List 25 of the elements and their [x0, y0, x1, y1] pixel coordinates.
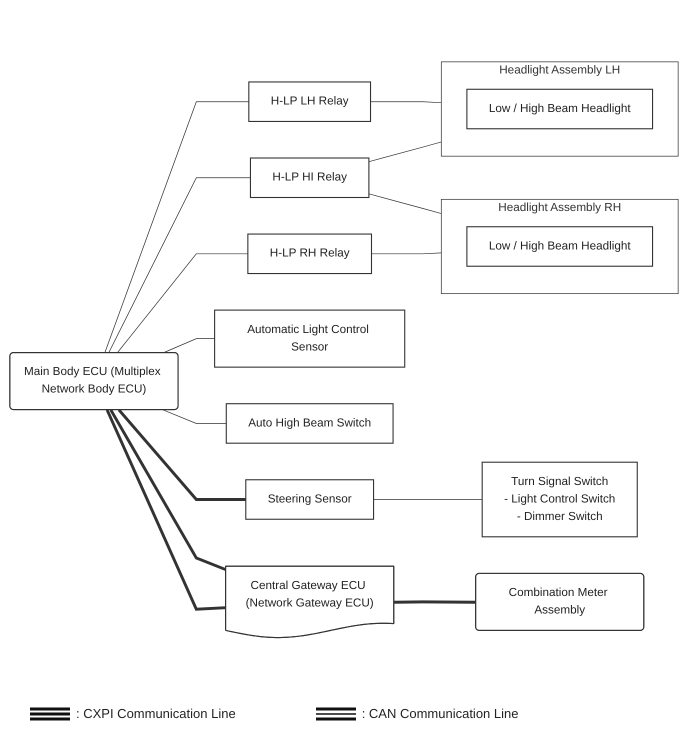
node-box: H-LP RH Relay [247, 234, 372, 274]
node-box: Automatic Light Control Sensor [214, 310, 406, 368]
node-box: Auto High Beam Switch [226, 403, 394, 444]
connector [108, 178, 251, 354]
legend-text: : CXPI Communication Line [76, 706, 236, 721]
node-box: Turn Signal Switch - Light Control Switch - Dimmer Switch [482, 462, 638, 538]
node-box: H-LP HI Relay [250, 158, 370, 198]
connector [368, 142, 442, 162]
connector [110, 410, 226, 572]
connector [371, 252, 442, 254]
connector [162, 410, 227, 424]
node-box: H-LP LH Relay [248, 82, 372, 122]
connector [368, 194, 442, 214]
connector [373, 499, 483, 500]
connector [162, 338, 215, 354]
connector [118, 409, 246, 502]
connector [106, 410, 226, 612]
node-box: Steering Sensor [245, 480, 374, 520]
legend-text: : CAN Communication Line [362, 706, 518, 721]
connector [370, 102, 442, 104]
node-box: Low / High Beam Headlight [466, 226, 654, 268]
node-box: Low / High Beam Headlight [466, 89, 654, 130]
connector [394, 600, 476, 604]
connector [104, 102, 250, 354]
connector [116, 254, 248, 354]
